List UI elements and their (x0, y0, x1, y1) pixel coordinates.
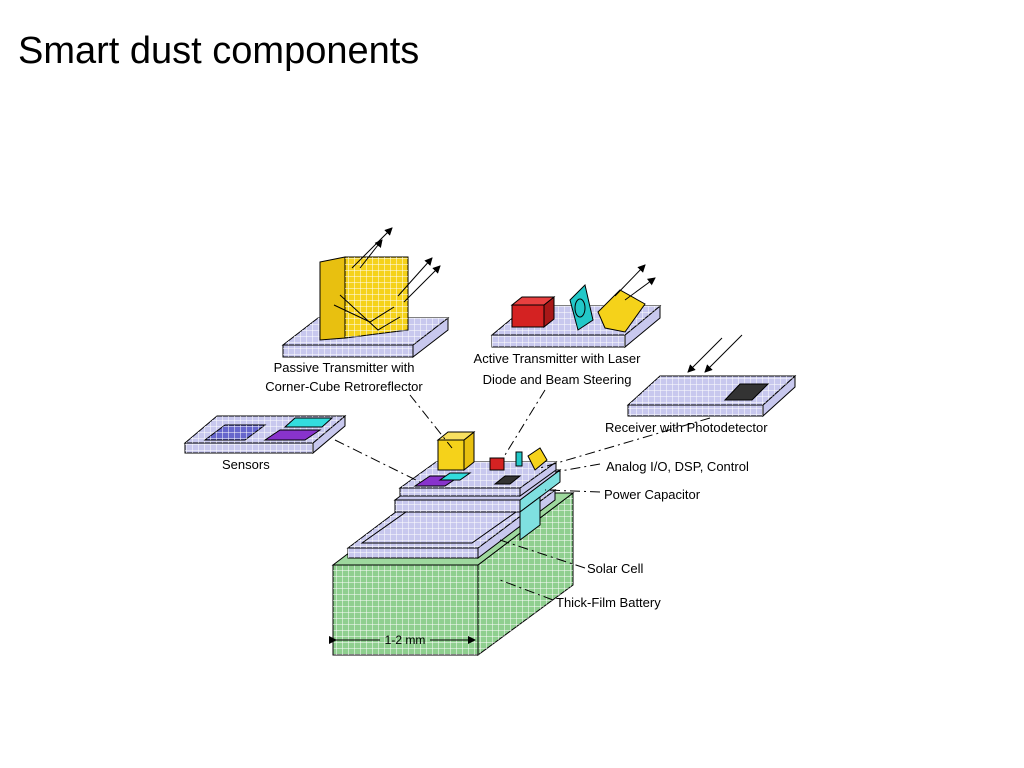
label-power: Power Capacitor (604, 487, 701, 502)
label-receiver: Receiver with Photodetector (605, 420, 768, 435)
label-solar: Solar Cell (587, 561, 643, 576)
label-passive-line1: Passive Transmitter with (274, 360, 415, 375)
leader-lines (334, 389, 711, 601)
dimension-marker: 1-2 mm (329, 630, 479, 655)
label-sensors: Sensors (222, 457, 270, 472)
label-active-line2: Diode and Beam Steering (483, 372, 632, 387)
slide-title: Smart dust components (18, 30, 420, 72)
receiver-platform (626, 334, 797, 418)
label-active-line1: Active Transmitter with Laser (474, 351, 642, 366)
active-transmitter (490, 264, 662, 349)
label-analog: Analog I/O, DSP, Control (606, 459, 749, 474)
dimension-label: 1-2 mm (385, 633, 426, 647)
label-passive-line2: Corner-Cube Retroreflector (265, 379, 423, 394)
passive-transmitter (281, 227, 450, 359)
label-battery: Thick-Film Battery (556, 595, 661, 610)
analog-dsp-layer (398, 430, 558, 497)
sensors-platform (183, 414, 347, 455)
